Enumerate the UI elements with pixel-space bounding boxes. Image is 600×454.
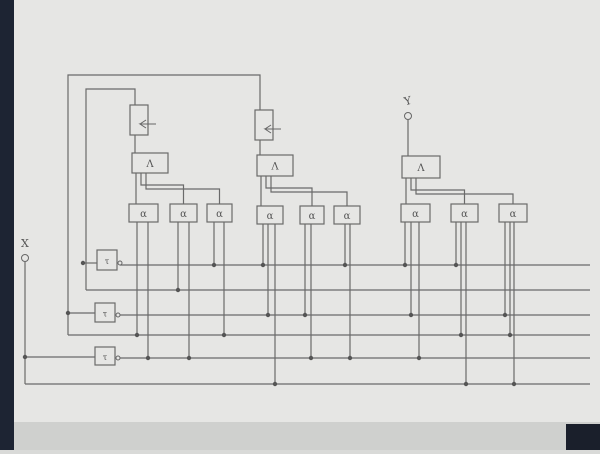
and-gate-body <box>401 155 441 179</box>
trigger <box>254 109 274 141</box>
junction-dot <box>65 310 71 316</box>
inverter-body <box>96 249 118 271</box>
element-body <box>400 203 431 223</box>
junction-dot <box>347 355 353 361</box>
junction-dot <box>80 260 86 266</box>
element-glyph: α <box>309 211 316 222</box>
junction-dot <box>416 355 422 361</box>
inverter: τ <box>94 302 116 323</box>
inversion-bubble <box>115 355 121 361</box>
junction-dot <box>272 381 278 387</box>
element-input-wire <box>270 176 348 206</box>
left-edge-shadow <box>0 0 14 450</box>
element: α <box>256 205 284 225</box>
trigger-symbol <box>138 119 156 129</box>
element: α <box>450 203 479 223</box>
inverter-glyph: τ <box>103 310 108 319</box>
junction-dot <box>145 355 151 361</box>
junction-dot <box>22 354 28 360</box>
element: α <box>400 203 431 223</box>
junction-dot <box>408 312 414 318</box>
inverter-body <box>94 346 116 366</box>
element: α <box>333 205 361 225</box>
junction-dot <box>265 312 271 318</box>
element-body <box>450 203 479 223</box>
junction-dot <box>175 287 181 293</box>
junction-dot <box>308 355 314 361</box>
element-glyph: α <box>140 209 147 220</box>
and-gate: Λ <box>131 152 169 174</box>
junction-dot <box>342 262 348 268</box>
element-glyph: α <box>216 209 223 220</box>
junctions <box>22 260 517 387</box>
junction-dot <box>502 312 508 318</box>
and-gate-glyph: Λ <box>145 159 154 170</box>
wires <box>24 74 590 385</box>
element-input-wire <box>145 173 221 204</box>
and-gate-glyph: Λ <box>416 163 425 174</box>
corner-shadow <box>566 424 600 450</box>
and-gate-glyph: Λ <box>270 162 279 173</box>
element-glyph: α <box>510 209 517 220</box>
element-input-wire <box>410 178 466 204</box>
element-glyph: α <box>412 209 419 220</box>
inverter: τ <box>96 249 118 271</box>
junction-dot <box>463 381 469 387</box>
feedback-wire <box>85 88 136 290</box>
element-body <box>256 205 284 225</box>
element: α <box>498 203 528 223</box>
junction-dot <box>511 381 517 387</box>
element-glyph: α <box>461 209 468 220</box>
and-gate: Λ <box>401 155 441 179</box>
trigger-body <box>254 109 274 141</box>
inverter: τ <box>94 346 116 366</box>
element-input-wire <box>140 173 185 204</box>
inversion-bubble <box>117 260 123 266</box>
element-body <box>128 203 159 223</box>
element-input-wire <box>265 176 313 206</box>
inverter-body <box>94 302 116 323</box>
junction-dot <box>507 332 513 338</box>
element-glyph: α <box>344 211 351 222</box>
junction-dot <box>186 355 192 361</box>
inverter-glyph: τ <box>103 353 108 362</box>
junction-dot <box>134 332 140 338</box>
element-body <box>299 205 325 225</box>
junction-dot <box>458 332 464 338</box>
trigger <box>129 104 149 136</box>
junction-dot <box>221 332 227 338</box>
element-body <box>498 203 528 223</box>
trigger-body <box>129 104 149 136</box>
feedback-wire <box>67 74 261 335</box>
output-terminal <box>404 112 412 120</box>
junction-dot <box>260 262 266 268</box>
junction-dot <box>402 262 408 268</box>
input-terminal <box>21 254 29 262</box>
element-body <box>206 203 233 223</box>
and-gate-body <box>131 152 169 174</box>
element-body <box>333 205 361 225</box>
junction-dot <box>211 262 217 268</box>
junction-dot <box>302 312 308 318</box>
trigger-symbol <box>263 124 281 134</box>
element-glyph: α <box>180 209 187 220</box>
element: α <box>169 203 198 223</box>
inversion-bubble <box>115 312 121 318</box>
element: α <box>128 203 159 223</box>
and-gate: Λ <box>256 154 294 177</box>
input-label-x: X <box>21 237 29 250</box>
element-input-wire <box>415 178 514 204</box>
gates: τ τ τ Λ Λ Λα α α α α α α α α <box>94 104 528 366</box>
element-body <box>169 203 198 223</box>
junction-dot <box>453 262 459 268</box>
inverter-glyph: τ <box>105 257 110 266</box>
element: α <box>299 205 325 225</box>
element: α <box>206 203 233 223</box>
element-glyph: α <box>267 211 274 222</box>
and-gate-body <box>256 154 294 177</box>
